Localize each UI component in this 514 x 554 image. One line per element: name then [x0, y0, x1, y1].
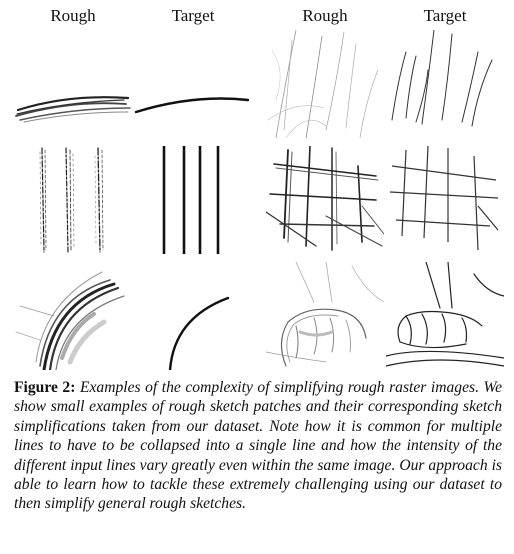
rough-sketch-patch-6: [266, 262, 384, 370]
target-sketch-patch-3: [134, 146, 252, 254]
clean-fist-sketch-drawing: [386, 262, 504, 367]
target-sketch-patch-1: [134, 30, 252, 138]
column-header-target-right: Target: [423, 6, 467, 25]
rough-sketch-patch-2: [266, 30, 384, 138]
rough-curve-strokes-drawing: [15, 271, 125, 370]
figure-caption-text: Examples of the complexity of simplifyin…: [14, 379, 502, 513]
target-sketch-patch-4: [386, 146, 504, 254]
rough-grid-strokes-drawing: [266, 146, 384, 251]
column-header-rough-left: Rough: [50, 6, 96, 25]
column-header-target-left: Target: [171, 6, 215, 25]
column-header-rough-right: Rough: [302, 6, 348, 25]
rough-sketch-patch-3: [14, 146, 132, 254]
rough-horizontal-strokes-drawing: [15, 96, 131, 123]
rough-sketch-patch-5: [14, 262, 132, 370]
rough-sketch-patch-1: [14, 30, 132, 138]
clean-horizontal-line-drawing: [134, 97, 250, 114]
target-sketch-patch-5: [134, 262, 252, 370]
rough-hair-strokes-drawing: [267, 30, 379, 138]
clean-grid-lines-drawing: [389, 146, 499, 251]
clean-hair-strokes-drawing: [391, 30, 493, 127]
rough-sketch-patch-4: [266, 146, 384, 254]
target-sketch-patch-6: [386, 262, 504, 370]
rough-fist-sketch-drawing: [266, 262, 384, 367]
clean-curve-line-drawing: [168, 296, 230, 370]
figure-caption-label: Figure 2:: [14, 379, 76, 396]
rough-vertical-strokes-drawing: [39, 147, 104, 253]
figure-caption: Figure 2: Examples of the complexity of …: [14, 378, 502, 514]
target-sketch-patch-2: [386, 30, 504, 138]
clean-vertical-lines-drawing: [162, 146, 220, 254]
